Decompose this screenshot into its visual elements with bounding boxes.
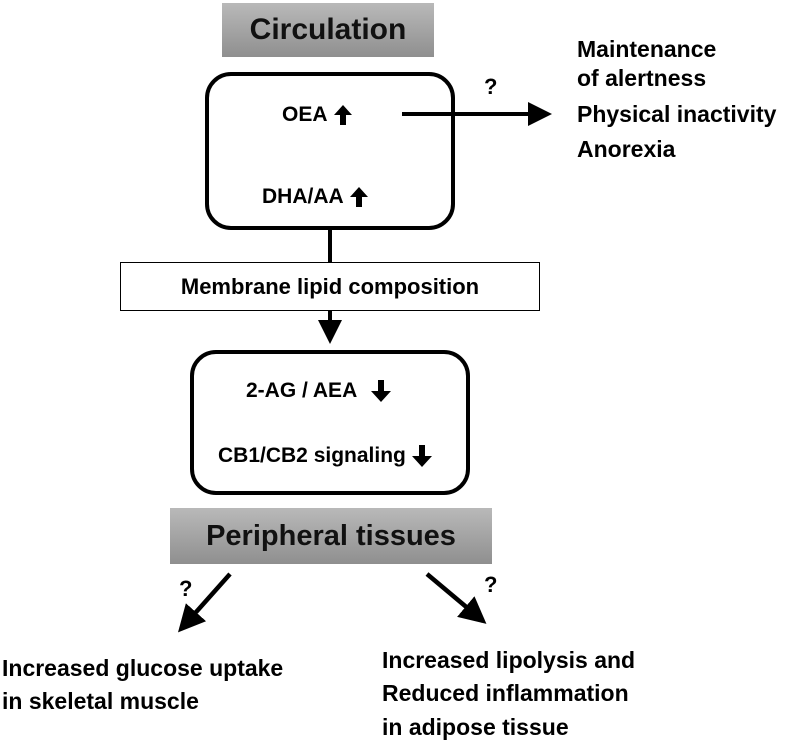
ag-aea-label: 2-AG / AEA bbox=[246, 379, 392, 403]
oea-text: OEA bbox=[282, 103, 328, 126]
dha-aa-label: DHA/AA bbox=[262, 185, 368, 208]
endocannabinoid-box bbox=[190, 350, 470, 495]
circulation-label: Circulation bbox=[249, 13, 407, 46]
membrane-lipid-box: Membrane lipid composition bbox=[120, 262, 540, 311]
arrow-to-adipose bbox=[425, 572, 487, 624]
adipose-outcome-line1: Increased lipolysis and bbox=[382, 647, 636, 673]
central-outcomes: Maintenance of alertness Physical inacti… bbox=[577, 35, 776, 164]
membrane-lipid-label: Membrane lipid composition bbox=[180, 273, 480, 299]
outcome-physical-inactivity: Physical inactivity bbox=[577, 100, 777, 127]
peripheral-tissues-label: Peripheral tissues bbox=[206, 519, 456, 552]
adipose-outcome: Increased lipolysis and Reduced inflamma… bbox=[382, 644, 635, 744]
question-mark-left: ? bbox=[179, 576, 193, 601]
question-mark-right: ? bbox=[484, 572, 498, 597]
outcome-anorexia: Anorexia bbox=[577, 136, 676, 163]
arrow-up-icon bbox=[333, 105, 352, 126]
arrow-down-icon bbox=[411, 445, 432, 468]
outcome-maintenance: Maintenance bbox=[577, 36, 717, 62]
oea-label: OEA bbox=[282, 103, 352, 126]
adipose-outcome-line2: Reduced inflammation bbox=[382, 680, 629, 707]
dha-aa-text: DHA/AA bbox=[262, 185, 344, 208]
question-mark-top: ? bbox=[484, 74, 498, 99]
muscle-outcome: Increased glucose uptake in skeletal mus… bbox=[2, 652, 283, 719]
muscle-outcome-line1: Increased glucose uptake bbox=[2, 655, 284, 681]
arrow-up-icon bbox=[349, 187, 368, 208]
ag-aea-text: 2-AG / AEA bbox=[246, 379, 358, 402]
cb-signaling-label: CB1/CB2 signaling bbox=[218, 444, 432, 468]
arrow-to-muscle bbox=[178, 572, 232, 633]
outcome-alertness: of alertness bbox=[577, 64, 707, 91]
arrow-down-icon bbox=[371, 380, 392, 403]
adipose-outcome-line3: in adipose tissue bbox=[382, 713, 569, 740]
muscle-outcome-line2: in skeletal muscle bbox=[2, 688, 199, 715]
cb-signaling-text: CB1/CB2 signaling bbox=[218, 444, 406, 467]
circulation-header: Circulation bbox=[222, 3, 434, 57]
peripheral-tissues-header: Peripheral tissues bbox=[170, 508, 492, 564]
